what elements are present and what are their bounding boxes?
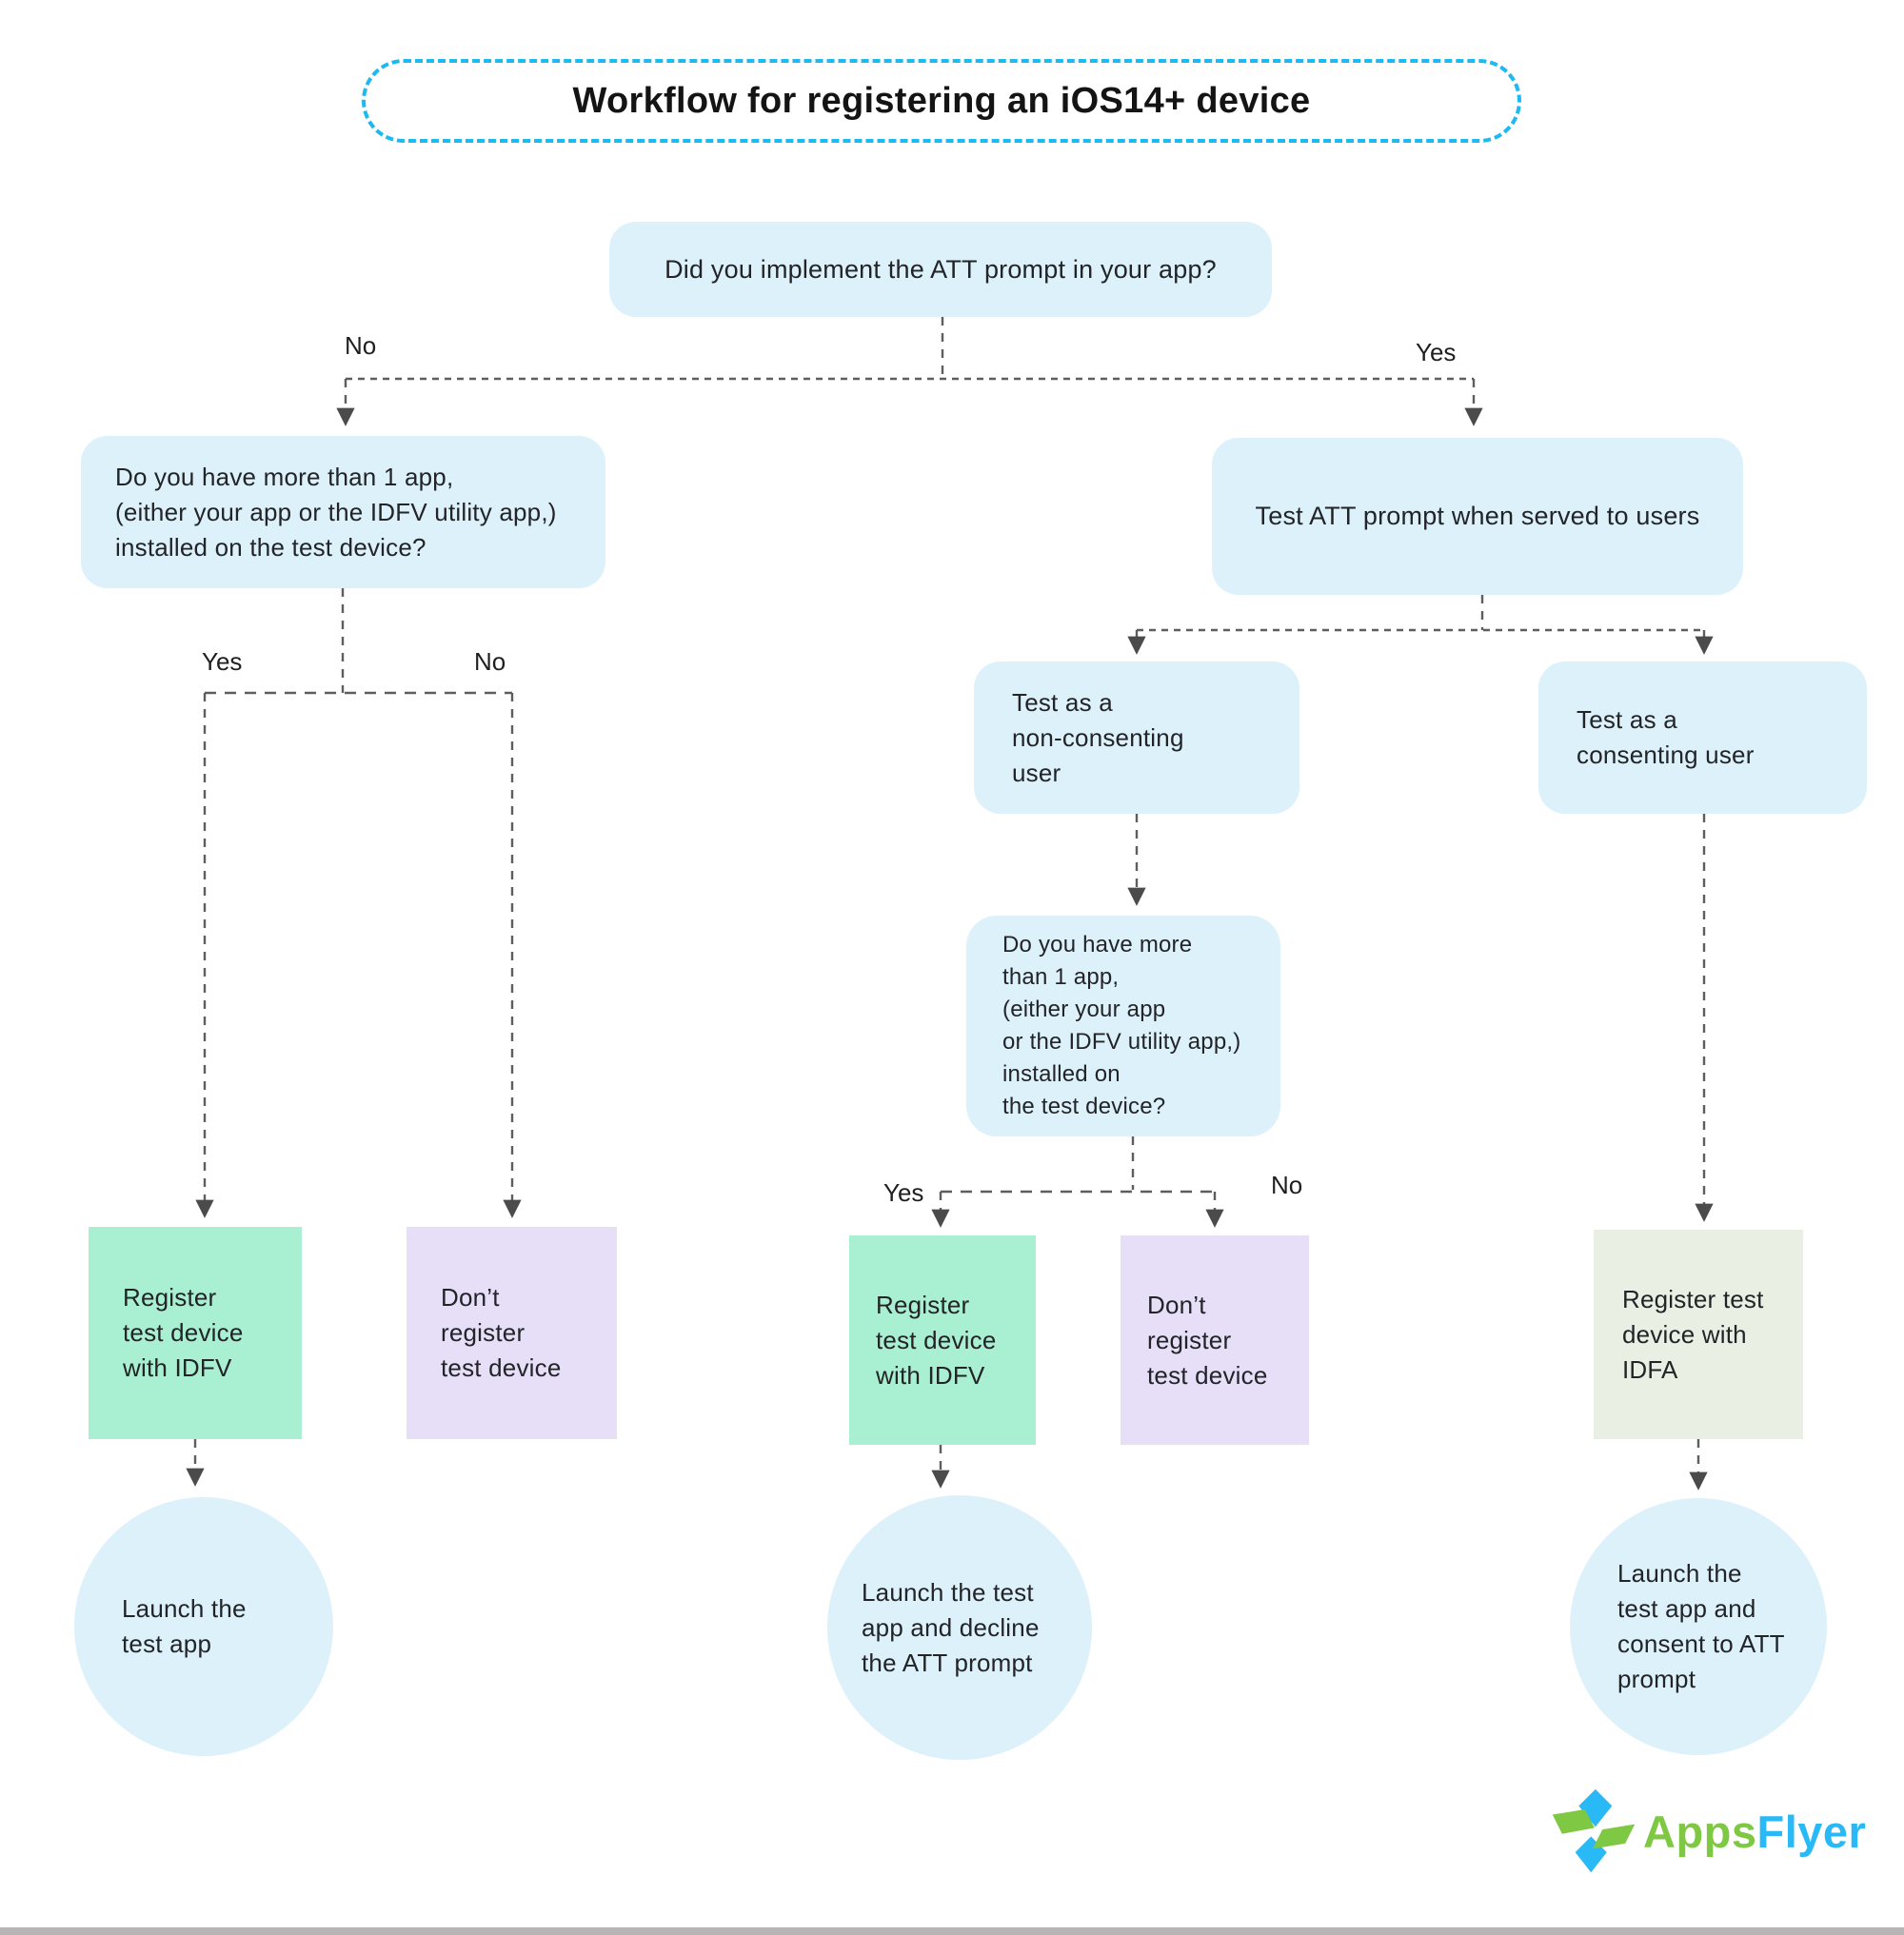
node-launch-consent-att-text: Launch the test app and consent to ATT p… <box>1617 1559 1785 1693</box>
page-bottom-bar <box>0 1927 1904 1935</box>
node-q-att-prompt-text: Did you implement the ATT prompt in your… <box>664 254 1217 284</box>
node-launch-consent-att: Launch the test app and consent to ATT p… <box>1570 1498 1827 1755</box>
node-q-more-apps-left-text: Do you have more than 1 app, (either you… <box>115 462 557 562</box>
node-launch-test-app-text: Launch the test app <box>122 1594 247 1658</box>
appsflyer-logo: AppsFlyer <box>1550 1786 1866 1877</box>
branch-label-left-yes: Yes <box>202 647 243 676</box>
node-q-more-apps-mid-text: Do you have more than 1 app, (either you… <box>1002 932 1241 1119</box>
node-test-non-consenting: Test as a non-consenting user <box>974 661 1299 814</box>
node-test-att-prompt: Test ATT prompt when served to users <box>1212 438 1743 595</box>
branch-label-left-no: No <box>474 647 506 676</box>
node-test-consenting: Test as a consenting user <box>1538 661 1867 814</box>
node-test-att-prompt-text: Test ATT prompt when served to users <box>1255 502 1700 530</box>
node-q-more-apps-left: Do you have more than 1 app, (either you… <box>81 436 605 588</box>
node-register-idfa: Register test device with IDFA <box>1594 1230 1803 1439</box>
appsflyer-logo-icon <box>1552 1788 1636 1873</box>
node-dont-register-left: Don’t register test device <box>407 1227 617 1439</box>
branch-label-top-no: No <box>345 331 377 360</box>
node-launch-decline-att: Launch the test app and decline the ATT … <box>827 1495 1092 1760</box>
node-test-consenting-text: Test as a consenting user <box>1577 705 1755 769</box>
node-register-idfv-mid: Register test device with IDFV <box>849 1235 1036 1445</box>
node-dont-register-mid: Don’t register test device <box>1121 1235 1309 1445</box>
branch-label-top-yes: Yes <box>1416 338 1457 366</box>
diagram-title: Workflow for registering an iOS14+ devic… <box>572 80 1311 121</box>
node-launch-decline-att-text: Launch the test app and decline the ATT … <box>862 1577 1040 1677</box>
node-dont-register-mid-text: Don’t register test device <box>1147 1290 1268 1390</box>
node-register-idfv-left: Register test device with IDFV <box>89 1227 302 1439</box>
node-register-idfv-left-text: Register test device with IDFV <box>123 1283 244 1382</box>
node-register-idfa-text: Register test device with IDFA <box>1622 1284 1764 1384</box>
node-launch-test-app: Launch the test app <box>74 1497 333 1756</box>
node-q-att-prompt: Did you implement the ATT prompt in your… <box>609 222 1272 317</box>
branch-label-mid-no: No <box>1271 1171 1303 1199</box>
node-dont-register-left-text: Don’t register test device <box>441 1283 562 1382</box>
logo-text-apps: Apps <box>1643 1806 1757 1857</box>
node-test-non-consenting-text: Test as a non-consenting user <box>1012 687 1184 787</box>
node-q-more-apps-mid: Do you have more than 1 app, (either you… <box>966 916 1280 1136</box>
appsflyer-wordmark: AppsFlyer <box>1643 1806 1866 1858</box>
logo-text-flyer: Flyer <box>1756 1806 1867 1857</box>
branch-label-mid-yes: Yes <box>883 1178 924 1207</box>
node-register-idfv-mid-text: Register test device with IDFV <box>876 1290 997 1390</box>
diagram-title-box: Workflow for registering an iOS14+ devic… <box>362 59 1521 143</box>
